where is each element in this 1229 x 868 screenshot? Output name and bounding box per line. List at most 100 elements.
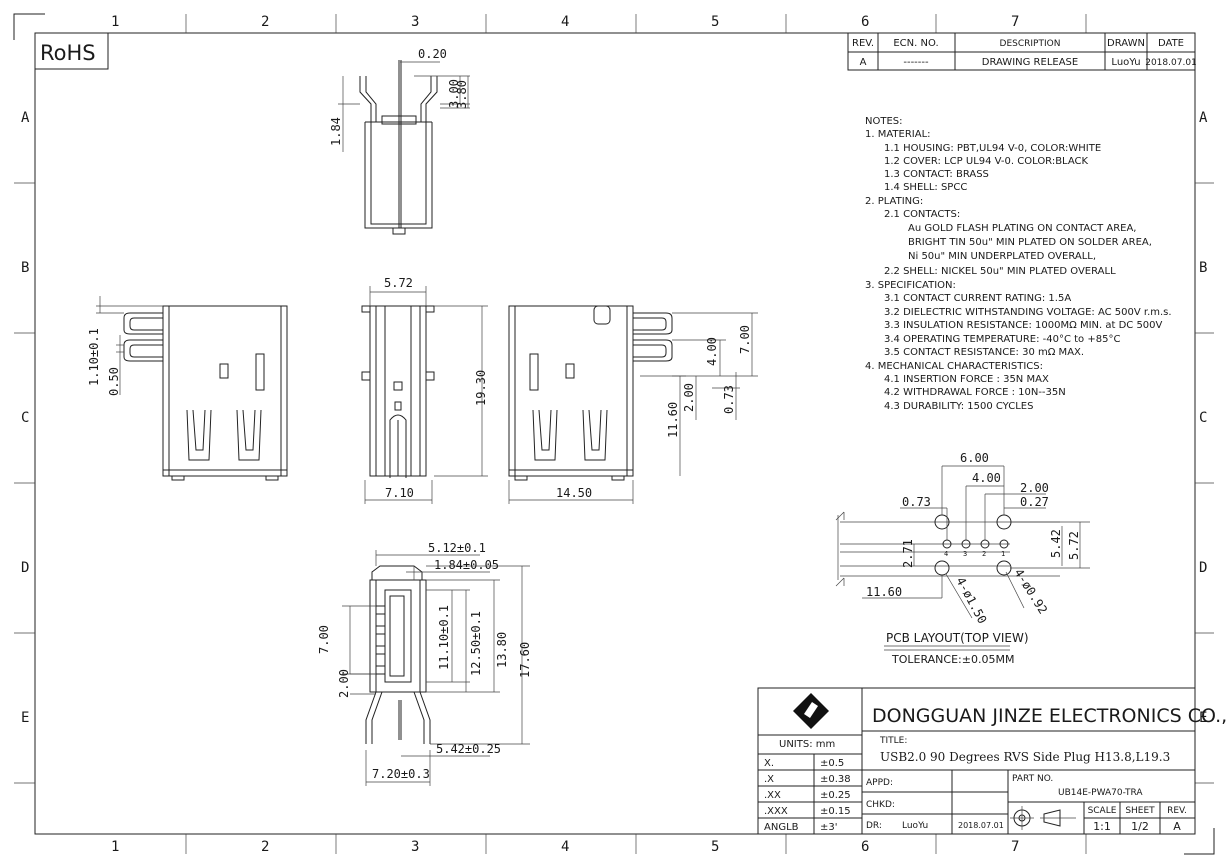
notes-line: 4. MECHANICAL CHARACTERISTICS: [865,361,1043,372]
notes-line: 4.2 WITHDRAWAL FORCE : 10N--35N [884,387,1066,398]
dim-pcb-073: 0.73 [902,495,931,509]
pin-label: 4 [944,550,948,558]
dim-front-710: 7.10 [385,486,414,500]
front-view: 5.72 19.30 7.10 [361,276,488,504]
row-label-right: E [1199,710,1207,726]
sheet-label: SHEET [1125,806,1155,816]
rev-label: REV. [1167,806,1187,816]
notes-line: 3.3 INSULATION RESISTANCE: 1000MΩ MIN. a… [884,320,1163,331]
col-label-top: 3 [411,14,419,30]
date-value: 2018.07.01 [1145,58,1197,68]
bottom-view: 5.12±0.1 1.84±0.05 7.00 2.00 11.10±0.1 1… [317,541,532,786]
row-label-left: C [21,410,29,426]
col-label-top: 6 [861,14,869,30]
dim-pcb-200: 2.00 [1020,481,1049,495]
right-side-view: 7.00 4.00 11.60 2.00 0.73 14.50 [508,305,758,504]
row-label-right: C [1199,410,1207,426]
col-label-top: 5 [711,14,719,30]
dim-pcb-271: 2.71 [901,539,915,568]
part-no-label: PART NO. [1012,774,1053,784]
notes-line: Au GOLD FLASH PLATING ON CONTACT AREA, [908,223,1137,234]
top-view: 0.20 3.00 3.80 1.84 [329,47,470,235]
third-angle-projection-icon [1010,806,1076,830]
dim-top-020: 0.20 [418,47,447,61]
pin-label: 1 [1001,550,1005,558]
pin-label: 3 [963,550,967,558]
tolerance-value: ±3' [820,822,838,833]
dim-right-700: 7.00 [738,325,752,354]
tolerance-key: ANGLB [764,822,799,833]
dim-top-184: 1.84 [329,117,343,146]
dim-bottom-200: 2.00 [337,669,351,698]
tolerance-key: .XX [764,790,781,801]
notes-line: 2. PLATING: [865,196,923,207]
scale-label: SCALE [1088,806,1117,816]
dim-pcb-572: 5.72 [1067,531,1081,560]
dim-pcb-542: 5.42 [1049,529,1063,558]
rev-value: A [1173,820,1181,833]
notes-line: 2.2 SHELL: NICKEL 50u" MIN PLATED OVERAL… [884,266,1116,277]
rev-header: REV. [852,38,874,49]
col-label-top: 2 [261,14,269,30]
col-label-bottom: 2 [261,839,269,855]
row-label-left: B [21,260,29,276]
notes-line: 1.4 SHELL: SPCC [884,182,967,193]
dim-pcb-400: 4.00 [972,471,1001,485]
col-label-bottom: 1 [111,839,119,855]
notes-line: NOTES: [865,116,903,127]
dim-right-400: 4.00 [705,337,719,366]
revision-table: REV. ECN. NO. DESCRIPTION DRAWN DATE A -… [847,32,1197,71]
notes-line: BRIGHT TIN 50u" MIN PLATED ON SOLDER ARE… [908,237,1152,248]
col-label-bottom: 7 [1011,839,1019,855]
dim-bottom-1250: 12.50±0.1 [469,611,483,676]
row-label-left: D [21,560,29,576]
dim-left-050: 0.50 [107,367,121,396]
dr-name: LuoYu [902,821,928,831]
notes-line: 3.2 DIELECTRIC WITHSTANDING VOLTAGE: AC … [884,307,1172,318]
dr-date: 2018.07.01 [958,821,1004,830]
dim-bottom-700: 7.00 [317,625,331,654]
description-header: DESCRIPTION [1000,39,1061,49]
pcb-tolerance: TOLERANCE:±0.05MM [891,653,1014,666]
dim-pcb-d092: 4-ø0.92 [1011,566,1050,616]
ecn-header: ECN. NO. [893,38,938,49]
rev-value: A [860,57,867,68]
pcb-layout-title: PCB LAYOUT(TOP VIEW) [886,631,1029,645]
dim-pcb-d150: 4-ø1.50 [953,575,989,626]
tolerance-value: ±0.38 [820,774,851,785]
company-logo-icon [793,693,829,729]
tolerance-value: ±0.25 [820,790,851,801]
date-header: DATE [1158,38,1184,49]
col-label-bottom: 5 [711,839,719,855]
dim-front-1930: 19.30 [474,370,488,406]
dim-right-200: 2.00 [682,383,696,412]
notes-line: 4.3 DURABILITY: 1500 CYCLES [884,401,1033,412]
dim-right-1160: 11.60 [666,402,680,438]
rohs-box: RoHS [34,32,109,70]
col-label-bottom: 3 [411,839,419,855]
title-label: TITLE: [879,736,907,746]
dim-bottom-512: 5.12±0.1 [428,541,486,555]
notes-line: Ni 50u" MIN UNDERPLATED OVERALL, [908,251,1096,262]
tolerance-key: .XXX [764,806,788,817]
notes-line: 3.1 CONTACT CURRENT RATING: 1.5A [884,293,1071,304]
dim-right-1450: 14.50 [556,486,592,500]
row-label-right: D [1199,560,1207,576]
notes-line: 3.5 CONTACT RESISTANCE: 30 mΩ MAX. [884,347,1084,358]
notes-line: 3.4 OPERATING TEMPERATURE: -40°C to +85°… [884,334,1120,345]
col-label-top: 1 [111,14,119,30]
pcb-layout: 6.00 4.00 2.00 0.27 0.73 5.42 5.72 2.71 … [835,451,1090,666]
notes-line: 1.1 HOUSING: PBT,UL94 V-0, COLOR:WHITE [884,143,1101,154]
notes-line: 1.2 COVER: LCP UL94 V-0. COLOR:BLACK [884,156,1089,167]
pin-label: 2 [982,550,986,558]
dim-top-380: 3.80 [455,80,469,109]
appd-label: APPD: [866,778,893,788]
dim-bottom-1760: 17.60 [518,642,532,678]
notes-line: 1. MATERIAL: [865,129,931,140]
ecn-value: ------- [903,57,929,68]
dr-label: DR: [866,821,882,831]
tolerance-value: ±0.5 [820,758,844,769]
company-name: DONGGUAN JINZE ELECTRONICS CO., LTD [872,705,1229,727]
tolerance-key: X. [764,758,774,769]
